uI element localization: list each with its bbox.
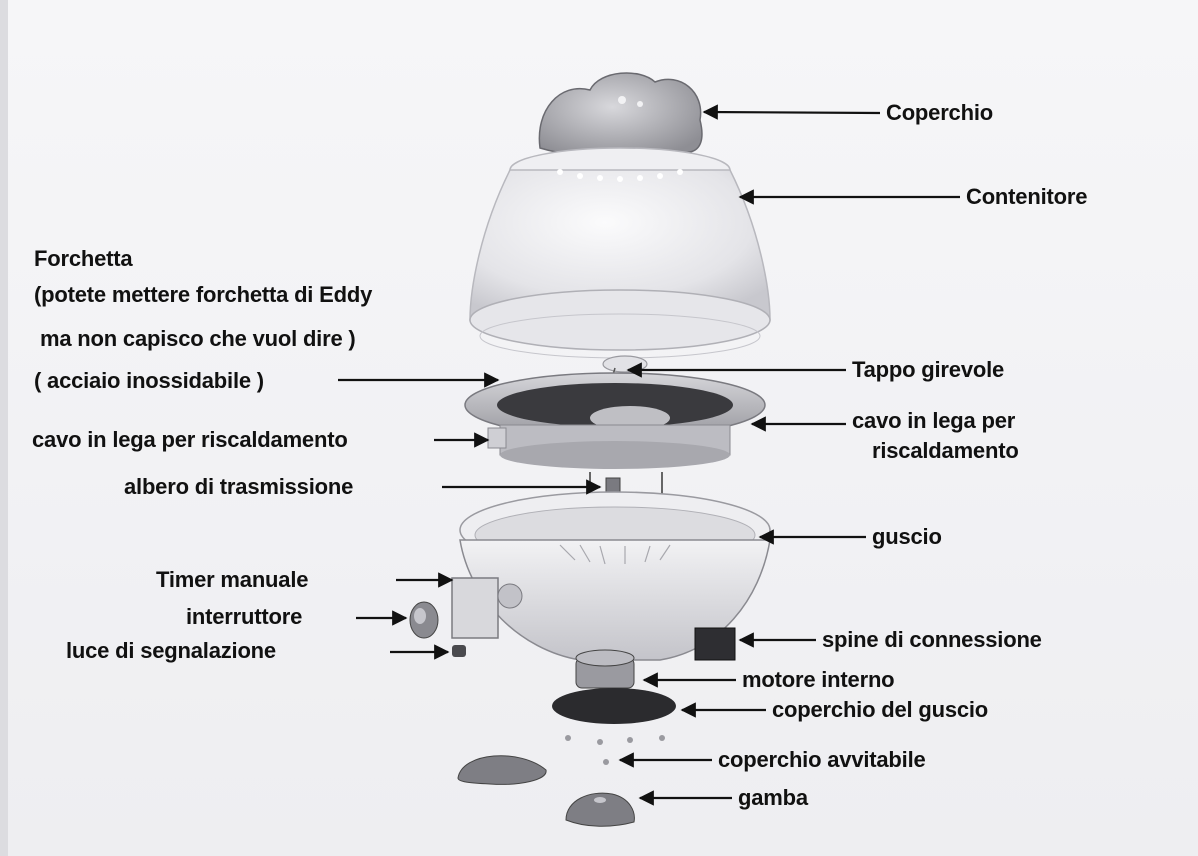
feet-part (458, 756, 634, 827)
container-part (470, 148, 770, 358)
label-forchetta-title: Forchetta (34, 246, 132, 272)
label-coperchio-guscio: coperchio del guscio (772, 697, 988, 723)
label-interruttore: interruttore (186, 604, 302, 630)
label-forchetta-material: ( acciaio inossidabile ) (34, 368, 264, 394)
label-forchetta-note2: ma non capisco che vuol dire ) (40, 326, 356, 352)
heating-tray-part (465, 373, 765, 469)
arrow-coperchio (704, 112, 880, 113)
label-gamba: gamba (738, 785, 808, 811)
label-cavo-right-2: riscaldamento (872, 438, 1019, 464)
label-forchetta-note1: (potete mettere forchetta di Eddy (34, 282, 372, 308)
label-motore: motore interno (742, 667, 894, 693)
label-coperchio-avvitabile: coperchio avvitabile (718, 747, 926, 773)
motor-part (576, 650, 634, 688)
switch-part (410, 602, 438, 638)
label-tappo-girevole: Tappo girevole (852, 357, 1004, 383)
shell-part (452, 492, 770, 660)
label-spine: spine di connessione (822, 627, 1042, 653)
label-albero: albero di trasmissione (124, 474, 353, 500)
indicator-light-part (452, 645, 466, 657)
label-cavo-left: cavo in lega per riscaldamento (32, 427, 348, 453)
label-cavo-right-1: cavo in lega per (852, 408, 1015, 434)
shell-cover-part (552, 688, 676, 724)
label-luce: luce di segnalazione (66, 638, 276, 664)
label-contenitore: Contenitore (966, 184, 1087, 210)
label-timer: Timer manuale (156, 567, 308, 593)
label-guscio: guscio (872, 524, 942, 550)
lid-part (539, 73, 702, 158)
label-coperchio: Coperchio (886, 100, 993, 126)
